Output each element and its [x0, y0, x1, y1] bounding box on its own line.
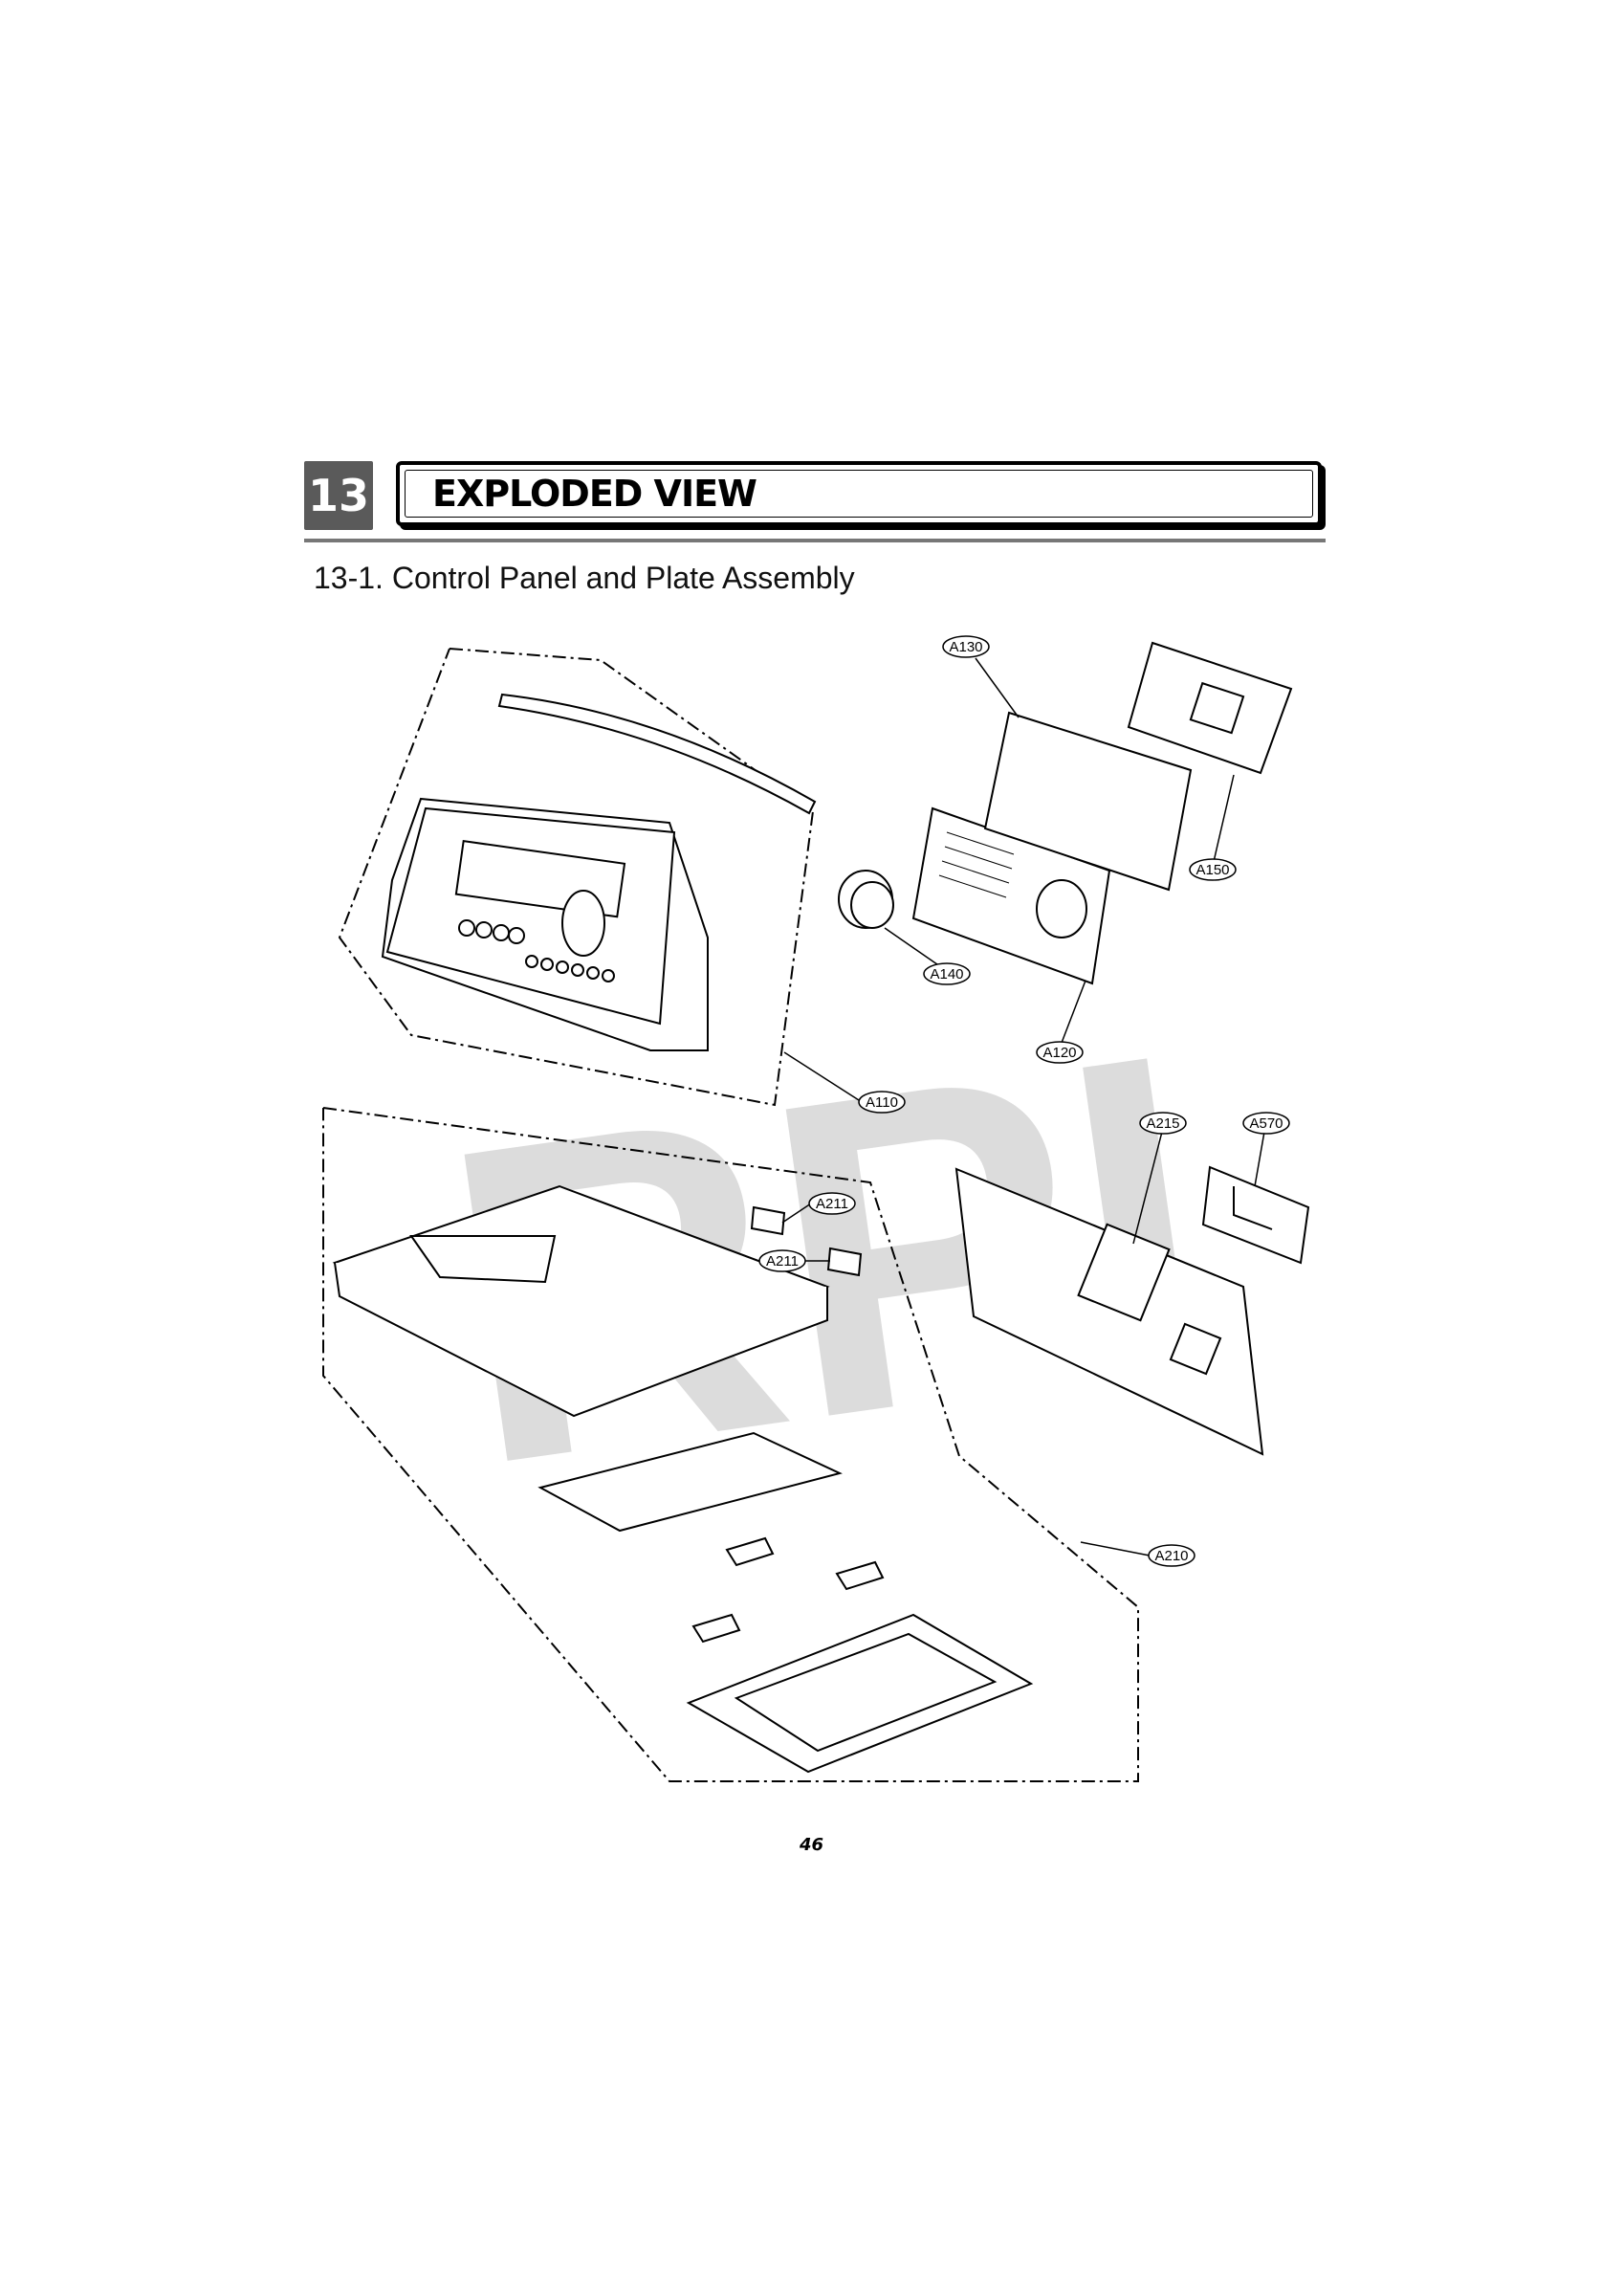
- section-number-badge: 13: [304, 461, 373, 530]
- callout-a210: A210: [1148, 1544, 1195, 1567]
- lid-plate-part: [537, 1431, 843, 1533]
- subsection-title: 13-1. Control Panel and Plate Assembly: [314, 561, 855, 595]
- callout-a215: A215: [1139, 1112, 1187, 1135]
- section-number: 13: [307, 470, 369, 521]
- svg-text:A150: A150: [1195, 862, 1229, 878]
- svg-text:A211: A211: [766, 1253, 799, 1269]
- group-boundaries: [322, 648, 1139, 1782]
- svg-text:A215: A215: [1146, 1115, 1179, 1132]
- svg-text:A210: A210: [1154, 1548, 1188, 1564]
- callout-labels: A130 A150 A140 A120 A110 A215 A570 A211: [758, 635, 1290, 1567]
- svg-text:A211: A211: [816, 1196, 848, 1212]
- hinge-parts: [750, 1205, 863, 1277]
- button-row: [458, 919, 615, 982]
- svg-text:A130: A130: [949, 639, 982, 655]
- callout-a211-bottom: A211: [758, 1249, 806, 1272]
- clip-parts: [691, 1536, 885, 1644]
- callout-a570: A570: [1242, 1112, 1290, 1135]
- control-panel-part: [381, 693, 817, 1051]
- mounting-plate-part: [954, 1167, 1264, 1456]
- frame-part: [1127, 641, 1293, 775]
- callout-a110: A110: [858, 1091, 906, 1114]
- knob-part: [838, 870, 894, 929]
- control-panel-boundary: [338, 648, 815, 1107]
- header-rule: [304, 539, 1326, 542]
- small-cover-part: [1201, 1165, 1310, 1265]
- section-title-banner: EXPLODED VIEW: [396, 461, 1322, 526]
- callout-a211-top: A211: [808, 1192, 856, 1215]
- pcb-cover-part: [983, 711, 1193, 892]
- section-title: EXPLODED VIEW: [432, 473, 757, 515]
- plate-assembly-boundary: [322, 1107, 1139, 1782]
- callout-a140: A140: [923, 962, 971, 985]
- svg-text:A110: A110: [866, 1094, 898, 1111]
- svg-text:A120: A120: [1042, 1045, 1076, 1061]
- base-tray-part: [686, 1613, 1034, 1774]
- svg-text:A140: A140: [930, 966, 963, 982]
- page-number: 46: [799, 1835, 824, 1855]
- callout-a120: A120: [1036, 1041, 1084, 1064]
- callout-a130: A130: [942, 635, 990, 658]
- top-cover-part: [332, 1184, 830, 1418]
- callout-a150: A150: [1189, 858, 1237, 881]
- svg-text:A570: A570: [1249, 1115, 1283, 1132]
